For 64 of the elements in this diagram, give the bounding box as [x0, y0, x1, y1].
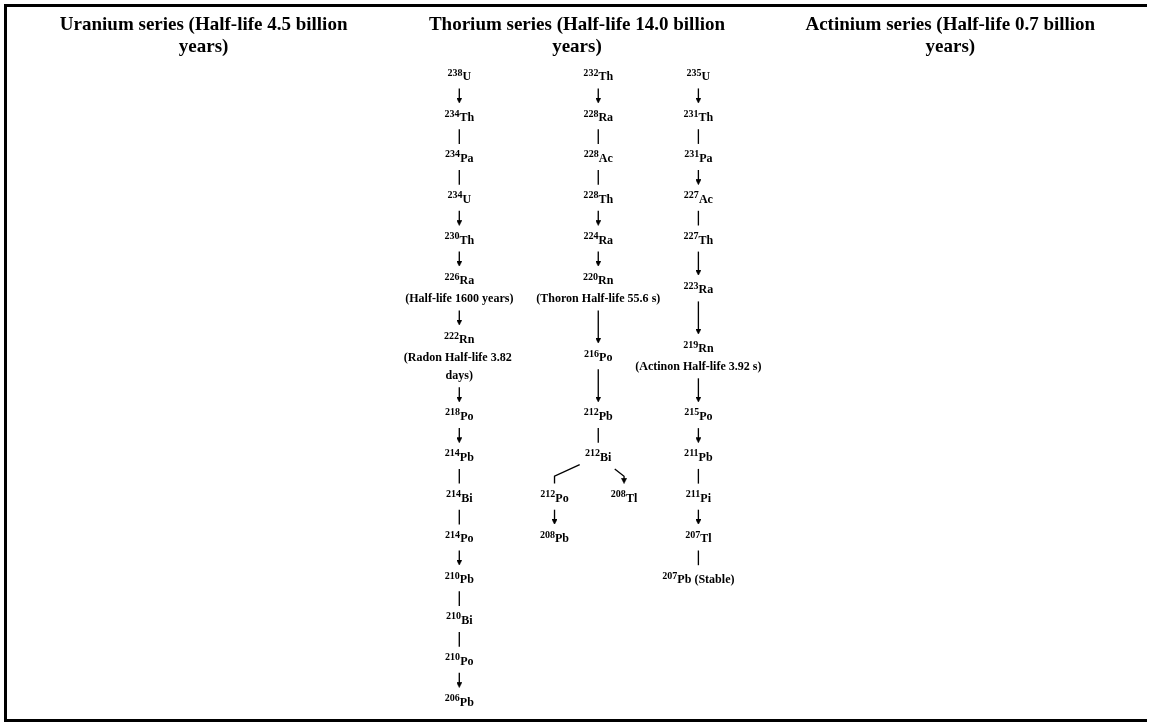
series-heading: Thorium series (Half-life 14.0 billion years)	[427, 13, 726, 57]
node-text: $^{235}$U	[686, 67, 711, 84]
node-text: $^{211}$Pi	[685, 488, 711, 505]
node-text: $^{232}$Th	[583, 67, 614, 84]
node-text: $^{234}$Th	[444, 107, 475, 124]
node-text: $^{227}$Ac	[683, 189, 713, 206]
node-text: $^{231}$Th	[683, 107, 714, 124]
node-text: $^{212}$Pb	[583, 406, 613, 423]
arrow	[595, 210, 602, 226]
node-text: $^{211}$Pb	[684, 447, 713, 464]
arrow	[595, 250, 602, 267]
node-text: $^{228}$Ra	[583, 107, 614, 124]
arrow	[695, 427, 702, 444]
arrow	[456, 250, 463, 267]
arrow	[456, 549, 463, 566]
arrow	[456, 672, 463, 688]
node-text: $^{210}$Pb	[444, 569, 474, 586]
node-text: $^{220}$Rn (Thoron Half-life 55.6 s)	[536, 270, 661, 306]
series-heading: Actinium series (Half-life 0.7 billion years)	[804, 13, 1097, 57]
node-text: $^{215}$Po	[684, 406, 713, 423]
arrow	[456, 87, 463, 104]
node-text: $^{208}$Pb	[539, 529, 570, 546]
node-text: $^{234}$U	[447, 189, 472, 206]
arrow	[695, 509, 702, 525]
node-text: $^{238}$U	[447, 67, 472, 84]
node-text: $^{214}$Bi	[446, 488, 473, 505]
node-text: $^{216}$Po	[584, 347, 613, 364]
arrow	[695, 377, 702, 403]
node-text: $^{231}$Pa	[684, 148, 713, 165]
arrow	[695, 250, 702, 276]
arrow	[595, 368, 602, 403]
node-text: $^{212}$Po	[540, 488, 569, 505]
node-text: $^{228}$Th	[583, 189, 614, 206]
node-text: $^{214}$Pb	[444, 447, 474, 464]
node-text: $^{219}$Rn (Actinon Half-life 3.92 s)	[635, 338, 762, 373]
node-text: $^{228}$Ac	[583, 148, 613, 165]
node-text: $^{207}$Tl	[685, 529, 712, 546]
node-text: $^{208}$Tl	[610, 488, 638, 505]
node-text: $^{222}$Rn (Radon Half-life 3.82 days)	[403, 329, 512, 382]
node-text: $^{212}$Bi	[585, 447, 612, 464]
arrow	[456, 386, 463, 403]
arrow	[456, 210, 463, 226]
node-text: $^{206}$Pb	[444, 692, 474, 709]
node-text: $^{210}$Bi	[446, 610, 473, 627]
arrow	[595, 87, 602, 104]
arrow	[595, 309, 602, 344]
node-text: $^{234}$Pa	[445, 148, 474, 165]
arrow	[456, 309, 463, 326]
node-text: $^{227}$Th	[683, 230, 714, 247]
arrow	[695, 87, 702, 104]
node-text: $^{214}$Po	[445, 529, 474, 546]
node-text: $^{230}$Th	[444, 230, 475, 247]
arrow	[695, 300, 702, 335]
node-text: $^{223}$Ra	[683, 280, 714, 297]
node-text: $^{224}$Ra	[583, 230, 614, 247]
node-text: $^{207}$Pb (Stable)	[662, 569, 735, 586]
arrow	[614, 468, 627, 484]
node-text: $^{226}$Ra (Half-life 1600 years)	[405, 270, 514, 306]
arrow	[456, 427, 463, 444]
node-text: $^{210}$Po	[445, 651, 474, 668]
connector	[553, 463, 581, 485]
node-text: $^{218}$Po	[445, 406, 474, 423]
arrow	[695, 169, 702, 185]
series-heading: Uranium series (Half-life 4.5 billion years)	[58, 13, 349, 57]
